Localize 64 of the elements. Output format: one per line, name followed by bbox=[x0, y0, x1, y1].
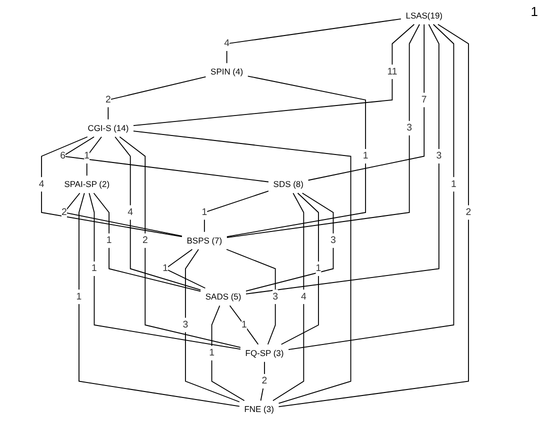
connector bbox=[88, 192, 241, 350]
note-number: 1 bbox=[530, 4, 538, 19]
connector bbox=[308, 24, 425, 181]
connector bbox=[226, 76, 366, 238]
edge-label: 3 bbox=[436, 150, 442, 162]
edge-label: 2 bbox=[61, 207, 67, 218]
connector bbox=[114, 136, 202, 290]
edge-label: 1 bbox=[242, 320, 247, 330]
edge-label: 4 bbox=[300, 291, 306, 302]
connector bbox=[119, 136, 241, 348]
edge-label: 4 bbox=[224, 38, 230, 49]
edge-label: 1 bbox=[450, 178, 456, 190]
edge-label: 3 bbox=[272, 291, 278, 302]
edge-label: 2 bbox=[466, 207, 472, 218]
edge-label: 3 bbox=[330, 235, 336, 246]
connector bbox=[288, 24, 454, 350]
edge-label: 6 bbox=[60, 150, 66, 162]
connector bbox=[86, 136, 102, 176]
edge-label: 1 bbox=[106, 235, 112, 246]
connector bbox=[211, 305, 245, 402]
connector bbox=[226, 248, 276, 345]
edge-label: 4 bbox=[38, 178, 44, 190]
connector bbox=[272, 192, 304, 402]
edge-label: 1 bbox=[362, 150, 368, 162]
connector bbox=[184, 248, 240, 402]
node-text: FNE (3) bbox=[244, 404, 274, 414]
node-text: BSPS (7) bbox=[186, 235, 222, 246]
connector bbox=[41, 136, 182, 238]
edge-label: 1 bbox=[162, 263, 168, 274]
connector bbox=[93, 192, 202, 292]
edge-label: 2 bbox=[105, 94, 111, 105]
node-text: SPAI-SP (2) bbox=[64, 179, 110, 189]
edge-label: 4 bbox=[128, 207, 134, 218]
edge-label: 11 bbox=[387, 66, 398, 77]
connector bbox=[280, 192, 319, 345]
node-text: FQ-SP (3) bbox=[245, 348, 284, 358]
edge-label: 1 bbox=[202, 207, 208, 218]
connector bbox=[133, 24, 415, 126]
edge-label: 3 bbox=[406, 122, 412, 133]
connector bbox=[204, 190, 269, 232]
connector bbox=[226, 24, 420, 238]
edge-label: 3 bbox=[182, 320, 188, 330]
connector bbox=[133, 130, 352, 404]
connector bbox=[278, 24, 469, 408]
connector bbox=[246, 24, 440, 294]
connector bbox=[226, 18, 402, 64]
edge-label: 1 bbox=[209, 348, 214, 358]
node-text: SDS (8) bbox=[273, 179, 304, 189]
connector bbox=[246, 192, 334, 292]
connector bbox=[260, 361, 265, 402]
edge-label: 1 bbox=[316, 263, 322, 274]
edge-label: 2 bbox=[142, 235, 148, 246]
edge-label: 1 bbox=[76, 291, 82, 302]
node-text: SPIN (4) bbox=[210, 66, 244, 76]
edge-label: 7 bbox=[421, 94, 427, 105]
connector bbox=[108, 76, 206, 120]
edge-label: 2 bbox=[262, 376, 268, 386]
connector bbox=[229, 305, 259, 345]
node-text: CGI-S (14) bbox=[88, 122, 129, 133]
node-text: SADS (5) bbox=[205, 292, 242, 302]
edge-label: 1 bbox=[84, 150, 90, 162]
connector bbox=[78, 192, 240, 407]
node-text: LSAS(19) bbox=[406, 10, 442, 20]
edge-label: 1 bbox=[92, 263, 97, 274]
